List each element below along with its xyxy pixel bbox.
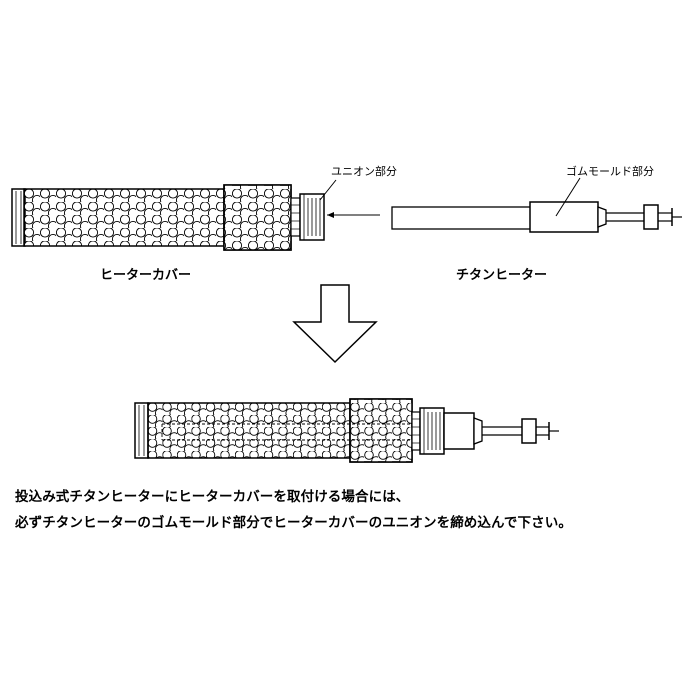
heater-tube [391, 206, 534, 230]
heater-collar [597, 206, 607, 228]
down-arrow-icon [292, 284, 378, 364]
titanium-heater-caption: チタンヒーター [456, 268, 548, 283]
assembled-plug [521, 418, 537, 444]
gum-mold-part-label: ゴムモールド部分 [566, 165, 654, 178]
assembled-end-cap [134, 402, 149, 459]
gum-mold-leader-line [555, 177, 581, 217]
assembled-illustration [134, 398, 559, 463]
union-part-label: ユニオン部分 [331, 165, 397, 178]
cover-end-cap [11, 188, 26, 247]
titanium-heater-illustration [391, 201, 682, 233]
insert-arrow [327, 212, 380, 218]
instruction-line-1: 投込み式チタンヒーターにヒーターカバーを取付ける場合には、 [15, 489, 410, 505]
cover-perforated-tube [23, 188, 225, 247]
assembled-tube [147, 402, 351, 459]
heater-cover-caption: ヒーターカバー [100, 268, 192, 283]
assembled-gum-mold [443, 412, 475, 450]
gum-mold-part [529, 201, 599, 233]
heater-plug [643, 204, 659, 230]
instruction-line-2: 必ずチタンヒーターのゴムモールド部分でヒーターカバーのユニオンを締め込んで下さい… [15, 515, 572, 531]
heater-cover-illustration [11, 184, 325, 251]
union-leader-line [319, 179, 337, 201]
cover-thread [290, 197, 301, 237]
